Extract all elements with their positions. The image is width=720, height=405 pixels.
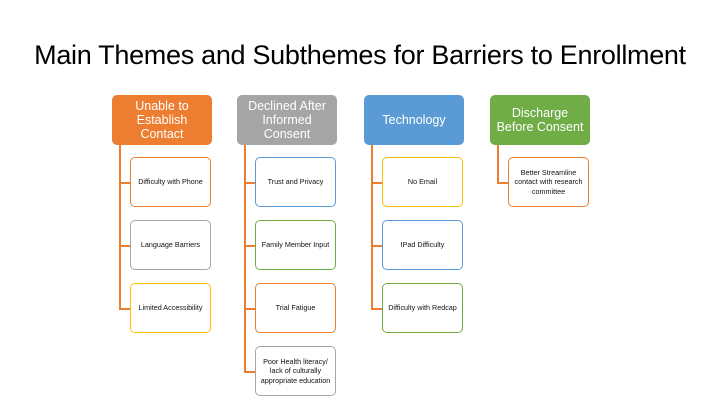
subtheme-label: Family Member Input xyxy=(261,240,330,250)
subtheme-label: Better Streamline contact with research … xyxy=(514,167,583,196)
subtheme-box-difficulty-with-phone: Difficulty with Phone xyxy=(130,157,211,207)
subtheme-box-trial-fatigue: Trial Fatigue xyxy=(255,283,336,333)
theme-box-discharge-before-consent: Discharge Before Consent xyxy=(490,95,590,145)
connector-trunk xyxy=(371,145,373,309)
connector-branch xyxy=(119,245,130,247)
subtheme-box-language-barriers: Language Barriers xyxy=(130,220,211,270)
subtheme-box-trust-and-privacy: Trust and Privacy xyxy=(255,157,336,207)
subtheme-label: Poor Health literacy/ lack of culturally… xyxy=(260,356,331,385)
connector-trunk xyxy=(119,145,121,309)
slide-title: Main Themes and Subthemes for Barriers t… xyxy=(34,40,686,70)
connector-branch xyxy=(244,182,255,184)
subtheme-box-poor-health-literacy-lack-of-culturally-appropriate-education: Poor Health literacy/ lack of culturally… xyxy=(255,346,336,396)
subtheme-box-better-streamline-contact-with-research-committee: Better Streamline contact with research … xyxy=(508,157,589,207)
connector-branch xyxy=(119,308,130,310)
connector-branch xyxy=(371,245,382,247)
subtheme-label: Trust and Privacy xyxy=(267,177,324,187)
connector-branch xyxy=(244,245,255,247)
theme-box-declined-after-informed-consent: Declined After Informed Consent xyxy=(237,95,337,145)
subtheme-box-ipad-difficulty: IPad Difficulty xyxy=(382,220,463,270)
theme-label: Technology xyxy=(382,113,446,127)
subtheme-label: No Email xyxy=(407,177,438,187)
connector-trunk xyxy=(497,145,499,183)
subtheme-label: Difficulty with Phone xyxy=(138,177,203,187)
connector-branch xyxy=(371,308,382,310)
connector-branch xyxy=(244,308,255,310)
theme-label: Declined After Informed Consent xyxy=(248,99,326,141)
theme-box-unable-to-establish-contact: Unable to Establish Contact xyxy=(112,95,212,145)
theme-label: Discharge Before Consent xyxy=(496,106,584,134)
subtheme-box-no-email: No Email xyxy=(382,157,463,207)
connector-branch xyxy=(119,182,130,184)
subtheme-box-limited-accessibility: Limited Accessibility xyxy=(130,283,211,333)
subtheme-box-family-member-input: Family Member Input xyxy=(255,220,336,270)
subtheme-label: Difficulty with Redcap xyxy=(388,303,457,313)
subtheme-label: Limited Accessibility xyxy=(138,303,203,313)
connector-branch xyxy=(497,182,508,184)
subtheme-label: IPad Difficulty xyxy=(400,240,445,250)
subtheme-label: Trial Fatigue xyxy=(275,303,316,313)
connector-trunk xyxy=(244,145,246,372)
subtheme-box-difficulty-with-redcap: Difficulty with Redcap xyxy=(382,283,463,333)
subtheme-label: Language Barriers xyxy=(140,240,201,250)
theme-box-technology: Technology xyxy=(364,95,464,145)
connector-branch xyxy=(244,371,255,373)
connector-branch xyxy=(371,182,382,184)
theme-label: Unable to Establish Contact xyxy=(135,99,189,141)
